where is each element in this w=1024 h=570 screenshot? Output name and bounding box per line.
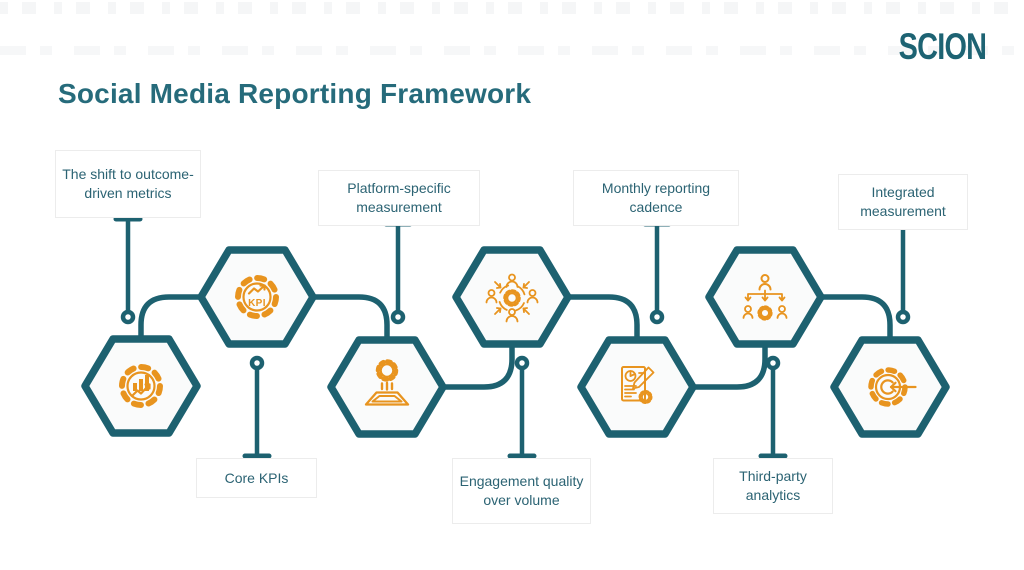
dot-label-7 bbox=[895, 309, 911, 325]
curve-step5-step6 bbox=[687, 343, 768, 390]
label-step-5: Monthly reporting cadence bbox=[573, 170, 739, 226]
gear-analytics-chart-icon bbox=[119, 364, 163, 408]
hexagon-step-5 bbox=[576, 334, 698, 440]
hexagon-outline bbox=[452, 246, 572, 348]
hexagon-step-2: KPI bbox=[196, 244, 318, 350]
hexagon-step-3 bbox=[326, 334, 448, 440]
kpi-text: KPI bbox=[248, 298, 266, 309]
label-step-4: Engagement quality over volume bbox=[452, 458, 591, 524]
gear-kpi-icon: KPI bbox=[235, 275, 279, 319]
hexagon-step-1 bbox=[80, 333, 202, 439]
curve-step4-step5 bbox=[562, 294, 640, 345]
curve-step3-step4 bbox=[437, 343, 515, 390]
label-step-6: Third-party analytics bbox=[713, 458, 833, 514]
hexagon-step-4 bbox=[451, 244, 573, 350]
hexagon-outline bbox=[197, 246, 317, 348]
page-title: Social Media Reporting Framework bbox=[58, 78, 532, 109]
dot-label-3 bbox=[390, 309, 406, 325]
curve-step1-step2 bbox=[138, 294, 207, 344]
gear-target-arrow-icon bbox=[868, 367, 917, 407]
label-step-7: Integrated measurement bbox=[838, 174, 968, 230]
report-document-pencil-icon bbox=[621, 366, 655, 404]
dot-label-6 bbox=[765, 355, 781, 371]
brand-logo: SCION bbox=[898, 26, 986, 67]
hexagon-step-7 bbox=[829, 334, 951, 440]
curve-step6-step7 bbox=[815, 294, 893, 345]
hexagon-step-6 bbox=[704, 244, 826, 350]
dot-label-1 bbox=[120, 309, 136, 325]
curve-step2-step3 bbox=[307, 294, 390, 345]
dot-label-5 bbox=[649, 309, 665, 325]
dot-label-4 bbox=[514, 355, 530, 371]
label-step-1: The shift to outcome-driven metrics bbox=[55, 150, 201, 218]
dot-label-2 bbox=[249, 355, 265, 371]
label-step-3: Platform-specific measurement bbox=[318, 170, 480, 226]
people-network-gear-icon bbox=[485, 273, 539, 323]
platform-gear-icon bbox=[364, 359, 410, 406]
org-chart-people-gear-icon bbox=[742, 274, 788, 321]
label-step-2: Core KPIs bbox=[196, 458, 317, 498]
